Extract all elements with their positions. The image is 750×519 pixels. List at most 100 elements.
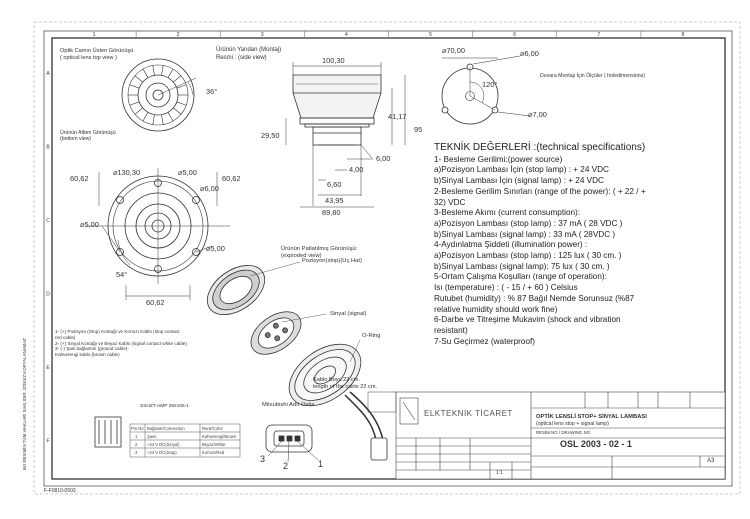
spec-line: resistant) (434, 325, 468, 335)
note-line: 1- (+) Pozisyon (Stop) Kontağı ve Kırmız… (55, 329, 180, 334)
top-view (121, 58, 197, 132)
top-view-label: Optik Camın Üsten Görünüşü ( optical len… (60, 48, 134, 61)
mounting-label: Duvara Montajı İçin Ölçüler ( holedimens… (540, 73, 645, 79)
drawing-no-label: RESİM NO / DRAWING NO (536, 430, 591, 435)
dim-70-00: ⌀70,00 (442, 46, 465, 55)
pin-label: 1 (318, 459, 324, 469)
revision-strip (367, 391, 397, 413)
grid-col-label: 8 (682, 32, 685, 38)
table-cell: Kırmızı/Red (202, 450, 225, 455)
signal-lamp-label: Sinyal (signal) (330, 311, 367, 317)
grid-row-label: E (46, 365, 50, 371)
grid-col-label: 6 (513, 32, 516, 38)
spec-line: 4-Aydınlatma Şiddeti (illumination power… (434, 240, 588, 250)
side-view (285, 62, 406, 208)
dim-100-30: 100,30 (322, 56, 345, 65)
copyright-side-text: BU RESİMİN TÜM HAKLARI SAKLIDIR. İZİNSİZ… (22, 338, 27, 470)
dim-5-00-left: ⌀5,00 (80, 220, 99, 229)
grid-row-label: C (46, 218, 50, 224)
grid-col-label: 4 (345, 32, 348, 38)
spec-line: 7-Su Geçirmez (waterproof) (434, 336, 536, 346)
spec-line: a)Pozisyon Lambası İçin (stop lamp) : + … (434, 165, 609, 175)
table-cell: 1 (135, 434, 138, 439)
drawing-number: OSL 2003 - 02 - 1 (560, 439, 632, 449)
table-header: Pin No (131, 426, 144, 431)
grid-row-label: D (46, 291, 50, 297)
dim-29-50: 29,50 (261, 131, 280, 140)
dim-6-00-bottom: ⌀6,00 (200, 184, 219, 193)
outer-frame (33, 21, 741, 495)
dim-6-00-side: 6,00 (376, 154, 391, 163)
bottom-view-label: Ürünün Altten Görünüşü (bottom view) (60, 130, 116, 142)
spec-line: b)Sinyal Lambası (signal lamp) : 33 mA (… (434, 229, 616, 239)
dim-6-60: 6,60 (327, 180, 342, 189)
note-line: Kahverengi kablo (brown cable) (55, 352, 120, 358)
pin-label: 2 (283, 461, 289, 471)
dim-60-62-left: 60,62 (70, 174, 89, 183)
spec-line: relative humidity should work fine) (434, 304, 558, 314)
pin-label: 3 (260, 454, 266, 464)
spec-line: 6-Darbe ve Titreşime Mukavim (shock and … (434, 315, 621, 325)
connector-label: Mitsubishi Adıt Ostia (262, 402, 315, 408)
table-cell: +24 V DC(Stop) (147, 450, 177, 455)
sheet-size: A3 (707, 458, 715, 464)
grid-row-label: F (46, 438, 49, 444)
cable-length-label: Kablo Boyu 22 cm. length of the cable 22… (313, 377, 378, 390)
dim-95: 95 (414, 125, 423, 134)
dim-54-deg: 54° (116, 270, 128, 279)
table-cell: 3 (135, 450, 138, 455)
grid-col-label: 2 (177, 32, 180, 38)
oring-label: O-Ring (362, 333, 381, 339)
spec-line: 2-Besleme Gerilim Sınırları (range of th… (434, 186, 646, 196)
connector-table (129, 423, 241, 458)
spec-line: Isı (temperature) : ( - 15 / + 60 ) Cels… (434, 283, 578, 293)
table-cell: +24 V DC(Sinyal) (147, 442, 180, 447)
grid-col-label: 1 (93, 32, 96, 38)
spec-line: 3-Besleme Akımı (current consumption): (434, 208, 581, 218)
form-number: F-F0810-0503 (44, 488, 76, 494)
grid-col-label: 7 (597, 32, 600, 38)
dim-60-62-right: 60,62 (222, 174, 241, 183)
drawing-description: OPTİK LENSLİ STOP+ SİNYAL LAMBASI (536, 414, 647, 420)
spec-line: 5-Ortam Çalışma Koşulları (range of oper… (434, 272, 607, 282)
wiring-notes: 1- (+) Pozisyon (Stop) Kontağı ve Kırmız… (55, 329, 215, 358)
spec-line: Rutubet (humidity) : % 87 Bağıl Nemde So… (434, 293, 635, 303)
technical-specs: TEKNİK DEĞERLERİ :(technical specificati… (434, 142, 734, 347)
mounting-holes-view (441, 55, 531, 125)
connector-part-no: SSHZT-AMP 282105-1 (140, 404, 189, 409)
spec-line: a)Pozisyon Lambası (stop lamp) : 37 mA (… (434, 218, 623, 228)
spec-line: b)Sinyal Lambası (signal lamp): 75 lux (… (434, 261, 610, 271)
bottom-view (86, 168, 230, 300)
drawing-description-en: (optical lens stop + signal lamp) (536, 421, 609, 427)
connector-view (94, 416, 319, 463)
side-view-label: Ürünün Yandan (Montaj) Resmi : (side vie… (216, 47, 282, 61)
specs-title: TEKNİK DEĞERLERİ :(technical specificati… (434, 142, 646, 153)
company-name: ELKTEKNİK TİCARET (424, 409, 513, 418)
dim-5-00-top: ⌀5,00 (178, 168, 197, 177)
dim-60-62-bottom: 60,62 (146, 298, 165, 307)
drawing-scale: 1:1 (496, 470, 503, 476)
exploded-view (206, 261, 388, 461)
title-block (395, 391, 726, 480)
grid-row-label: A (46, 71, 50, 77)
table-header: Bağlantı/Connection (147, 426, 185, 431)
dim-6-00-hole: ⌀6,00 (520, 49, 539, 58)
note-line: red cable) (55, 334, 76, 340)
table-cell: 2 (135, 442, 138, 447)
spec-line: b)Sinyal Lambası İçin (signal lamp) : + … (434, 176, 604, 186)
dim-43-95: 43,95 (325, 196, 344, 205)
spec-line: 32) VDC (434, 197, 466, 207)
dim-89-80: 89,80 (322, 208, 341, 217)
grid-row-label: B (46, 144, 50, 150)
grid-side-labels: A B C D E F (46, 71, 50, 445)
dim-41-17: 41,17 (388, 112, 407, 121)
exploded-view-label: Ürünün Patlatılmış Görünüşü: (exploded v… (281, 246, 358, 259)
spec-line: a)Pozisyon Lambası (stop lamp) : 125 lux… (434, 251, 622, 261)
dim-120-deg: 120° (482, 80, 498, 89)
position-lamp-label: Pozisyon(stop)(Uç Hat) (302, 258, 362, 264)
spec-line: 1- Besleme Gerilimi:(power source) (434, 154, 563, 164)
table-header: Renk/Color (202, 426, 223, 431)
note-line: 2- (+) Sinyal Kontağı ve Beyaz Kablo (si… (55, 340, 187, 346)
